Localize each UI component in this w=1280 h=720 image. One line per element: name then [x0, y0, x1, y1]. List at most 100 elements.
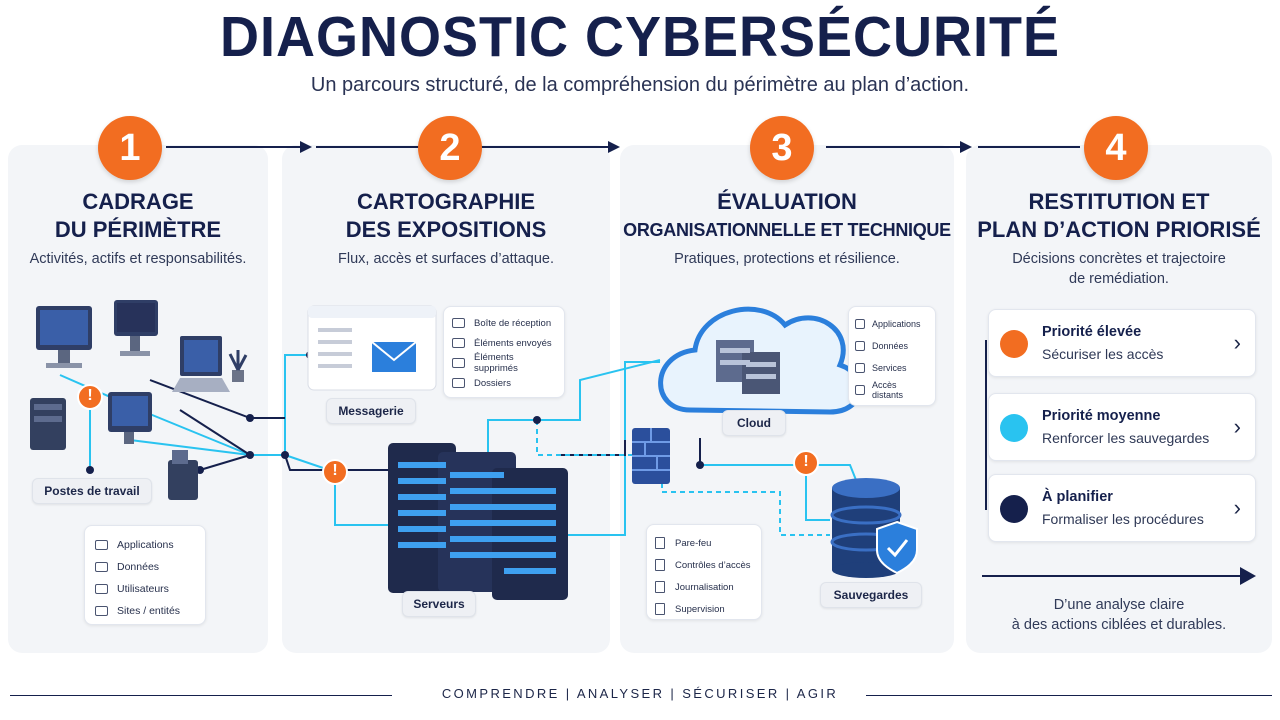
folder-icon [95, 562, 108, 572]
server-icon [30, 398, 66, 450]
database-icon [830, 478, 902, 578]
priority-dot-medium [1000, 414, 1028, 442]
priority-subtitle: Formaliser les procédures [1042, 511, 1204, 527]
list-item: Services [855, 357, 929, 379]
list-item: Applications [855, 313, 929, 335]
server-icon [168, 450, 198, 500]
folder-icon [452, 358, 465, 368]
servers-label: Serveurs [402, 591, 476, 617]
step-4-title-line1: RESTITUTION ET [1028, 189, 1210, 214]
chevron-right-icon: › [1233, 495, 1241, 520]
workstations-label: Postes de travail [32, 478, 152, 504]
list-item: Éléments envoyés [452, 333, 556, 353]
folder-icon [855, 385, 865, 395]
footer-divider-right [866, 695, 1272, 696]
step-1-title-line2: DU PÉRIMÈTRE [54, 217, 222, 242]
step-1-title: CADRAGE DU PÉRIMÈTRE [8, 188, 268, 244]
step-1-desc: Activités, actifs et responsabilités. [29, 251, 247, 267]
priority-dot-planned [1000, 495, 1028, 523]
priority-card-planned[interactable]: À planifier Formaliser les procédures › [988, 474, 1256, 542]
plant-icon [228, 350, 248, 382]
priority-card-medium[interactable]: Priorité moyenne Renforcer les sauvegard… [988, 393, 1256, 461]
shield-check-icon [876, 520, 918, 575]
folder-icon [452, 338, 465, 348]
page-subtitle: Un parcours structuré, de la compréhensi… [310, 74, 970, 96]
priority-title: Priorité élevée [1042, 324, 1142, 340]
step-2-desc: Flux, accès et surfaces d’attaque. [338, 251, 554, 267]
folder-icon [855, 363, 865, 373]
step-4-desc-line2: de remédiation. [1069, 271, 1169, 287]
priority-card-high[interactable]: Priorité élevée Sécuriser les accès › [988, 309, 1256, 377]
step-3-title: ÉVALUATION ORGANISATIONNELLE ET TECHNIQU… [620, 188, 954, 244]
conclusion-line2: à des actions ciblées et durables. [1011, 617, 1227, 633]
list-item: Sites / entités [95, 600, 195, 622]
list-item: Dossiers [452, 373, 556, 393]
step-1-asset-list: Applications Données Utilisateurs Sites … [84, 525, 206, 625]
step-4-title-line2: PLAN D’ACTION PRIORISÉ [977, 217, 1261, 242]
chevron-right-icon: › [1233, 414, 1241, 439]
step-2-title: CARTOGRAPHIE DES EXPOSITIONS [282, 188, 610, 244]
list-item: Données [95, 556, 195, 578]
step-1-title-line1: CADRAGE [82, 189, 194, 214]
footer-tagline: COMPRENDRE | ANALYSER | SÉCURISER | AGIR [441, 686, 839, 701]
monitor-icon [114, 300, 158, 356]
conclusion-line1: D’une analyse claire [1053, 597, 1185, 613]
alert-icon: ! [332, 462, 338, 479]
mail-folder-list: Boîte de réception Éléments envoyés Élém… [443, 306, 565, 398]
list-item: Contrôles d’accès [655, 554, 753, 576]
step-1-number: 1 [98, 116, 162, 180]
step-2-number: 2 [418, 116, 482, 180]
monitor-icon [36, 306, 92, 368]
list-item: Supervision [655, 598, 753, 620]
server-icon [388, 443, 568, 600]
footer-divider-left [10, 695, 392, 696]
list-item: Pare-feu [655, 532, 753, 554]
alert-icon [322, 459, 348, 485]
security-controls-list: Pare-feu Contrôles d’accès Journalisatio… [646, 524, 762, 620]
step-2-title-line1: CARTOGRAPHIE [356, 189, 536, 214]
step-3-title-line2: ORGANISATIONNELLE ET TECHNIQUE [623, 220, 951, 240]
step-2-title-line2: DES EXPOSITIONS [345, 217, 547, 242]
priority-dot-high [1000, 330, 1028, 358]
list-item: Journalisation [655, 576, 753, 598]
firewall-icon [632, 428, 670, 484]
priority-title: À planifier [1042, 489, 1113, 505]
priority-connector [985, 340, 987, 510]
laptop-icon [172, 336, 230, 392]
conclusion-text: D’une analyse claire à des actions ciblé… [966, 595, 1272, 635]
folder-icon [855, 341, 865, 351]
folder-icon [855, 319, 865, 329]
folder-icon [452, 318, 465, 328]
step-4-desc-line1: Décisions concrètes et trajectoire [1012, 251, 1226, 267]
backups-label: Sauvegardes [820, 582, 922, 608]
mail-label: Messagerie [326, 398, 416, 424]
alert-icon [77, 384, 103, 410]
priority-subtitle: Renforcer les sauvegardes [1042, 430, 1210, 446]
page-title: DIAGNOSTIC CYBERSÉCURITÉ [219, 5, 1061, 69]
document-icon [655, 537, 665, 549]
list-item: Données [855, 335, 929, 357]
alert-icon [793, 450, 819, 476]
envelope-icon [307, 305, 437, 391]
folder-icon [95, 540, 108, 550]
cloud-icon [658, 306, 863, 415]
document-icon [655, 581, 665, 593]
list-item: Boîte de réception [452, 313, 556, 333]
document-icon [655, 603, 665, 615]
list-item: Éléments supprimés [452, 352, 556, 374]
list-item: Accès distants [855, 379, 929, 401]
monitor-icon [108, 392, 152, 444]
step-4-desc: Décisions concrètes et trajectoire de re… [966, 249, 1272, 289]
chevron-right-icon: › [1233, 330, 1241, 355]
folder-icon [95, 606, 108, 616]
step-4-number: 4 [1084, 116, 1148, 180]
step-4-title: RESTITUTION ET PLAN D’ACTION PRIORISÉ [966, 188, 1272, 244]
alert-icon: ! [87, 387, 93, 404]
cloud-service-list: Applications Données Services Accès dist… [848, 306, 936, 406]
list-item: Utilisateurs [95, 578, 195, 600]
list-item: Applications [95, 534, 195, 556]
alert-icon: ! [803, 453, 809, 470]
cloud-label: Cloud [722, 410, 786, 436]
